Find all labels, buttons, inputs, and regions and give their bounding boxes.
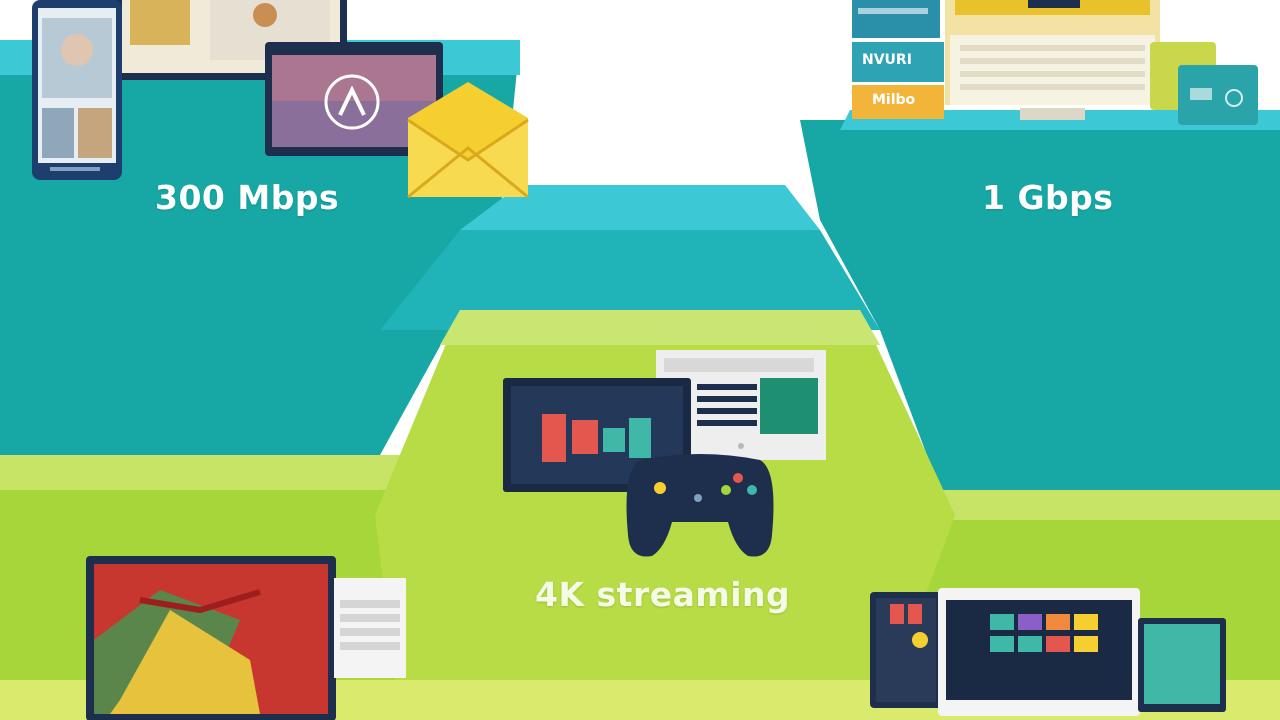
tier-300mbps-label: 300 Mbps — [155, 178, 340, 217]
game-controller-icon — [626, 454, 774, 557]
lime-left-strip — [0, 455, 400, 490]
monitor-icon — [945, 0, 1160, 120]
teal-right-panel — [800, 120, 1280, 490]
center-hexagon-top — [440, 310, 880, 345]
laptop-icon — [86, 556, 406, 720]
tier-1gbps-label: 1 Gbps — [982, 178, 1114, 217]
tablet-right-icon — [870, 592, 942, 708]
router-icon — [1178, 65, 1258, 125]
envelope-icon — [407, 82, 529, 199]
side-tablet-icon — [1138, 618, 1226, 712]
funnel-top — [460, 185, 820, 230]
signage-right-word: Milbo — [872, 92, 916, 108]
tv-icon — [938, 588, 1140, 716]
signage-left-word: NVURI — [862, 52, 912, 68]
gaming-monitor-icon — [503, 378, 691, 492]
tier-4k-streaming-label: 4K streaming — [535, 575, 791, 614]
funnel-middle — [380, 230, 880, 330]
phone-icon — [32, 0, 122, 180]
signage-stack — [852, 0, 944, 119]
lime-right-strip — [940, 490, 1280, 520]
